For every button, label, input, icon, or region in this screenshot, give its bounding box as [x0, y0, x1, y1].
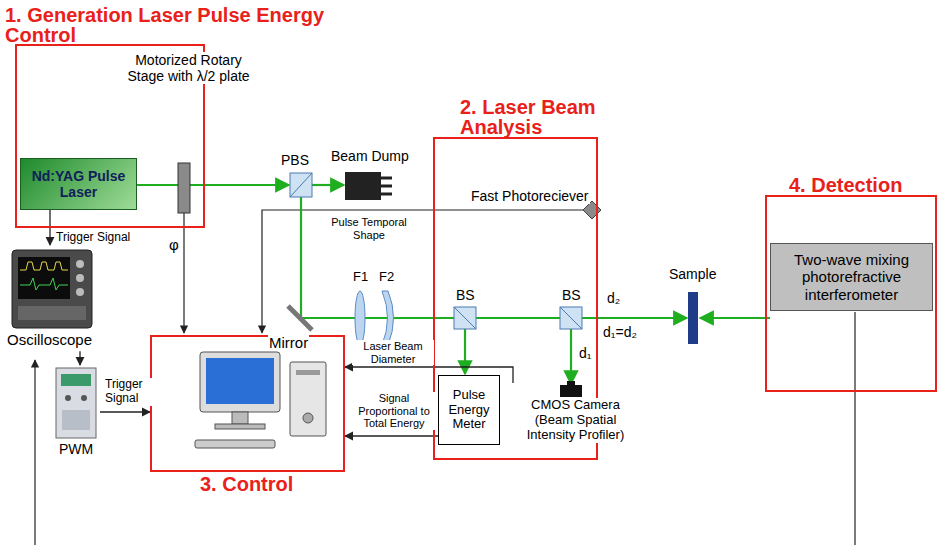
- signal-arrow: [79, 351, 80, 365]
- beam-splitter: [454, 307, 476, 329]
- scope-knob: [76, 274, 84, 282]
- beam-segment: [137, 184, 289, 186]
- scope-panel: [18, 306, 86, 320]
- signal-arrow: [345, 435, 438, 436]
- region-heading: 4. Detection: [789, 175, 902, 195]
- pwm-case: [56, 368, 96, 438]
- part-label: PBS: [280, 152, 310, 168]
- monitor-stand: [232, 412, 248, 424]
- part-label: F2: [378, 270, 395, 285]
- return-wire: [34, 360, 35, 545]
- signal-label: Laser Beam Diameter: [352, 340, 434, 365]
- part-label: BS: [455, 287, 476, 303]
- part-label: Mirror: [268, 334, 309, 351]
- beam-segment: [300, 197, 302, 318]
- signal-label: Trigger Signal: [55, 231, 131, 245]
- beam-splitter: [560, 307, 582, 329]
- part-label: d₁: [578, 345, 593, 361]
- computer-tower: [290, 362, 326, 436]
- node-label: Oscilloscope: [7, 331, 92, 348]
- mirror: [288, 306, 312, 330]
- power-button: [303, 413, 313, 423]
- beam-segment: [570, 329, 572, 384]
- signal-label: Signal Proportional to Total Energy: [352, 392, 436, 430]
- detection-wire: [854, 312, 855, 545]
- pwm-unit: PWM: [52, 365, 100, 460]
- scope-trace: [20, 278, 68, 290]
- scope-case: [12, 250, 92, 328]
- cmos-camera: CMOS Camera (Beam Spatial Intensity Prof…: [508, 383, 643, 446]
- part-label: Motorized Rotary Stage with λ/2 plate: [115, 52, 262, 84]
- monitor: [200, 352, 280, 412]
- polarizing-beam-splitter: [290, 173, 312, 197]
- part-label: F1: [352, 270, 369, 285]
- half-wave-plate: [178, 163, 190, 213]
- node-label: Two-wave mixing photorefractive interfer…: [774, 251, 929, 303]
- scope-trace: [20, 262, 68, 270]
- node-label: Nd:YAG Pulse Laser: [24, 168, 133, 200]
- splitter-diagonal: [560, 307, 582, 329]
- region-heading: 1. Generation Laser Pulse Energy Control: [5, 5, 390, 45]
- oscilloscope-icon: [12, 250, 92, 328]
- signal-label: Trigger Signal: [104, 378, 152, 406]
- photoreceiver-wire: [262, 210, 584, 333]
- probe-beam: [700, 317, 770, 319]
- phi-wire: [183, 213, 184, 333]
- signal-arrow: [100, 411, 150, 412]
- control-region: 3. Control: [150, 335, 345, 472]
- computer-icon: [195, 352, 326, 448]
- part-label: Beam Dump: [330, 148, 410, 164]
- lens-f1: [355, 291, 365, 345]
- beam-dump: [345, 172, 381, 200]
- node-label: CMOS Camera (Beam Spatial Intensity Prof…: [511, 398, 640, 443]
- detection-region: 4. DetectionTwo-wave mixing photorefract…: [765, 195, 937, 392]
- monitor-screen: [206, 358, 274, 404]
- part-label: Sample: [668, 266, 717, 282]
- scope-knob: [76, 288, 84, 296]
- oscilloscope: Oscilloscope: [2, 245, 97, 351]
- part-label: φ: [168, 236, 180, 253]
- pwm-icon: [56, 368, 96, 438]
- part-label: d₁=d₂: [602, 324, 638, 340]
- region-heading: 2. Laser Beam Analysis: [460, 97, 620, 137]
- interferometer-box: Two-wave mixing photorefractive interfer…: [770, 243, 933, 311]
- lens-f2: [382, 291, 394, 345]
- splitter-diagonal: [290, 173, 312, 197]
- beam-segment: [312, 184, 344, 186]
- pwm-display: [61, 374, 91, 386]
- scope-screen: [18, 257, 70, 299]
- pwm-knob: [81, 395, 87, 401]
- part-label: d₂: [606, 290, 621, 306]
- camera-lens: [567, 381, 575, 386]
- part-label: BS: [561, 287, 582, 303]
- splitter-diagonal: [454, 307, 476, 329]
- sample-plate: [688, 292, 698, 344]
- drive-bay: [296, 370, 320, 375]
- keyboard: [195, 440, 275, 448]
- node-label: Pulse Energy Meter: [442, 388, 496, 433]
- node-label: PWM: [59, 441, 93, 457]
- pwm-knob: [65, 395, 71, 401]
- energy-meter: Pulse Energy Meter: [438, 375, 500, 445]
- region-heading: 3. Control: [200, 474, 293, 494]
- scope-knob: [76, 260, 84, 268]
- pwm-panel: [62, 410, 90, 430]
- part-label: Fast Photoreciever: [470, 188, 590, 204]
- monitor-base: [215, 424, 265, 429]
- camera-body: [560, 385, 582, 397]
- laser-box: Nd:YAG Pulse Laser: [20, 158, 137, 210]
- beam-dump-fins: [381, 178, 392, 194]
- part-label: Pulse Temporal Shape: [318, 216, 420, 241]
